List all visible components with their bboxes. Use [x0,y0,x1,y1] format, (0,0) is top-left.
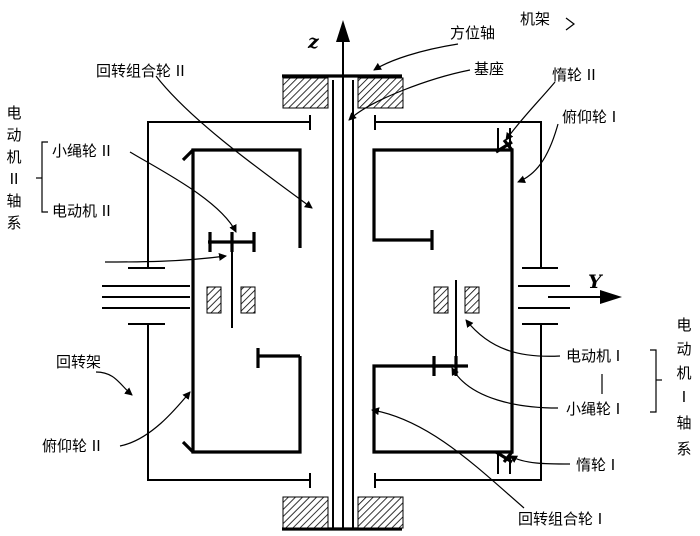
svg-text:轴: 轴 [676,414,691,432]
label-base: 基座 [474,60,504,78]
z-axis-arrowhead [336,20,350,42]
label-rotary-frame: 回转架 [56,353,101,371]
y-axis-arrowhead [600,290,622,304]
y-axis: Y [548,271,622,304]
label-motor-i: 电动机 I [566,347,620,365]
label-rotary-compound-wheel-i: 回转组合轮 I [518,510,602,528]
y-axis-label: Y [588,271,604,293]
label-motor-ii: 电动机 II [52,202,111,220]
svg-text:机: 机 [676,364,691,382]
brackets [36,17,662,413]
svg-text:电: 电 [6,104,21,122]
z-axis-label: z [307,31,320,53]
idler-wheel-i [495,450,513,474]
svg-text:系: 系 [676,440,691,458]
svg-text:电: 电 [676,316,691,334]
svg-text:动: 动 [676,340,691,358]
svg-text:II: II [10,170,19,188]
z-axis: z [307,20,350,530]
svg-text:系: 系 [6,214,21,232]
svg-text:机: 机 [6,148,21,166]
label-small-rope-wheel-i: 小绳轮 I [566,400,620,418]
pitch-wheel-ii [181,148,302,454]
label-idler-wheel-i: 惰轮 I [576,456,615,474]
label-idler-wheel-ii: 惰轮 II [552,66,596,84]
label-motor-i-shaft-system: 电 动 机 I 轴 系 [676,316,691,458]
pitch-shaft-right [518,285,570,309]
label-small-rope-wheel-ii: 小绳轮 II [52,142,111,160]
pitch-shaft-left [102,285,190,309]
svg-text:I: I [682,388,686,406]
label-motor-ii-shaft-system: 电 动 机 II 轴 系 [6,104,21,232]
label-rotary-compound-wheel-ii: 回转组合轮 II [96,62,185,80]
leader-lines [95,43,571,509]
motor-i-assembly [432,280,480,376]
motor-ii-assembly [206,232,256,328]
svg-text:轴: 轴 [6,192,21,210]
label-pitch-wheel-i: 俯仰轮 I [562,108,616,126]
label-pitch-wheel-ii: 俯仰轮 II [42,437,101,455]
svg-text:动: 动 [6,126,21,144]
label-azimuth-shaft: 方位轴 [450,24,495,42]
label-machine-frame: 机架 [520,10,550,28]
rotary-frame [128,115,558,488]
base-bottom [282,496,404,531]
